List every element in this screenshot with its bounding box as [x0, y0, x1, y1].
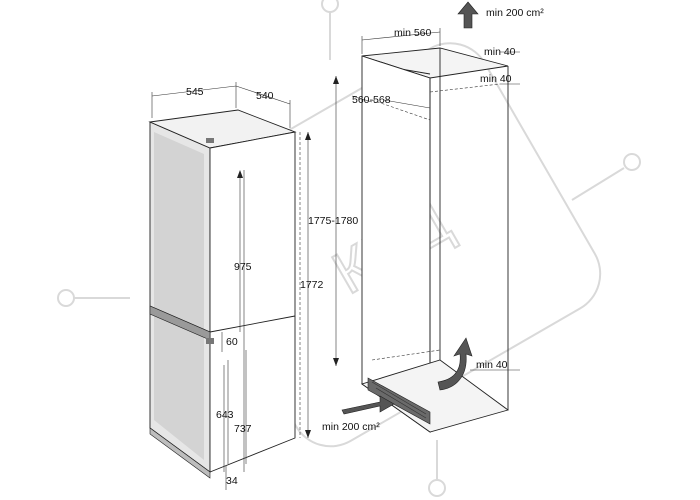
niche-bottom-clearance-label: min 40: [476, 359, 508, 371]
niche-rear-clearance-label: min 40: [480, 73, 512, 85]
curved-outflow-arrow-icon: [437, 337, 473, 391]
fridge-width-label: 540: [256, 90, 274, 102]
niche-width-label: min 560: [394, 27, 432, 39]
bottom-vent-grille: [367, 377, 431, 425]
fridge-door-bottom-inner-label: 643: [216, 409, 234, 421]
fridge-gap-label: 60: [226, 336, 238, 348]
fridge-dimension-lines: [151, 82, 311, 490]
fridge-side-shade: [154, 132, 204, 460]
fridge-depth-label: 545: [186, 86, 204, 98]
niche-top-clearance-label: min 40: [484, 46, 516, 58]
bottom-vent-arrow-icon: [341, 395, 395, 415]
niche-dimension-lines: [333, 28, 520, 371]
fridge-bottom-offset-label: 34: [226, 475, 238, 487]
bottom-vent-label: min 200 cm²: [322, 421, 380, 433]
fridge-door-top-height-label: 975: [234, 261, 252, 273]
refrigerator: [148, 109, 301, 479]
niche-dimension-labels: min 560 min 40 min 40 560-568 1775-1780 …: [308, 27, 516, 371]
fridge-dimension-labels: 545 540 975 1772 60 643 737 34: [186, 86, 324, 487]
niche-height-label: 1775-1780: [308, 215, 358, 227]
niche-base: [360, 359, 510, 433]
top-vent-label: min 200 cm²: [486, 7, 544, 19]
fridge-total-height-label: 1772: [300, 279, 324, 291]
top-vent-arrow-icon: [457, 1, 479, 29]
niche-depth-label: 560-568: [352, 94, 391, 106]
fridge-front: [209, 131, 296, 473]
niche-cabinet: [360, 47, 510, 433]
fridge-door-bottom-outer-label: 737: [234, 423, 252, 435]
airflow: min 200 cm² min 200 cm²: [322, 1, 544, 433]
